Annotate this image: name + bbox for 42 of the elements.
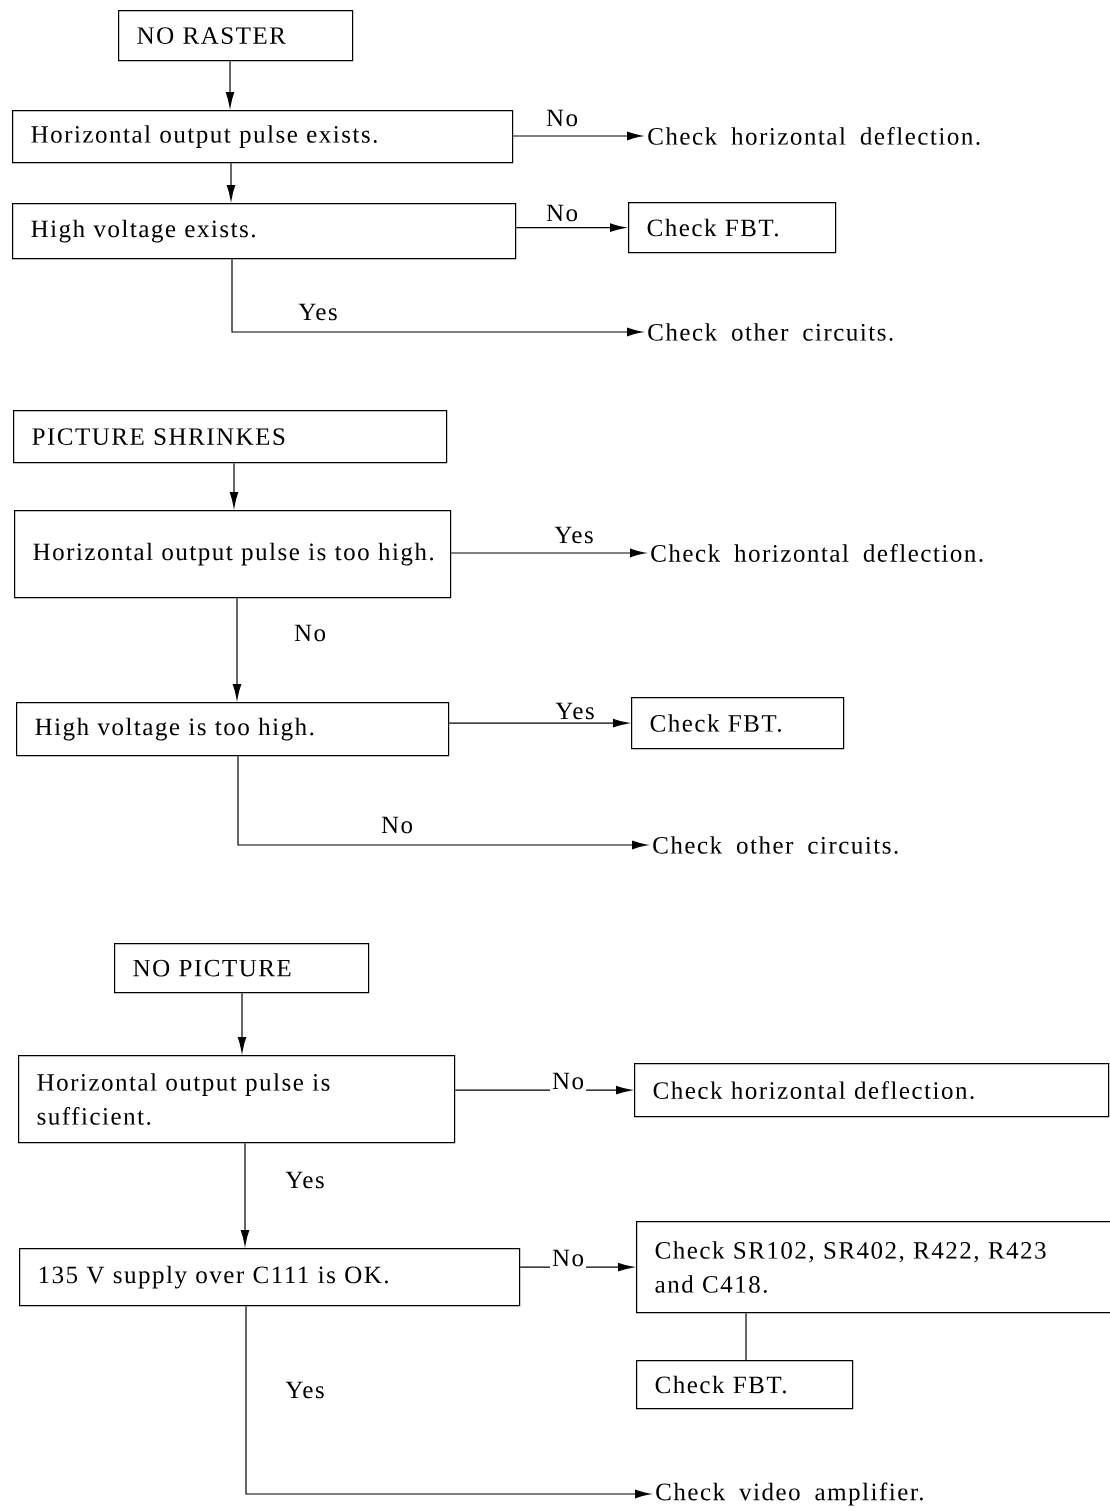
process-box: High voltage exists. bbox=[12, 203, 517, 260]
arrow bbox=[240, 1142, 250, 1245]
process-box: Check horizontal deflection. bbox=[634, 1063, 1110, 1118]
arrow bbox=[237, 992, 247, 1052]
result-text: Check video amplifier. bbox=[656, 1482, 923, 1506]
process-box: Check SR102, SR402, R422, R423 and C418. bbox=[636, 1221, 1110, 1314]
edge-label: Yes bbox=[283, 1169, 327, 1191]
edge-label: No bbox=[544, 202, 581, 224]
process-box: Check FBT. bbox=[631, 697, 845, 750]
process-box: Check FBT. bbox=[636, 1360, 854, 1410]
arrow bbox=[226, 162, 236, 200]
edge-label: Yes bbox=[553, 700, 597, 722]
result-text: Check horizontal deflection. bbox=[651, 544, 983, 562]
edge-label: No bbox=[292, 622, 329, 644]
result-text: Check horizontal deflection. bbox=[648, 127, 980, 145]
process-box: Horizontal output pulse exists. bbox=[12, 110, 514, 164]
edge-label: No bbox=[544, 107, 581, 129]
edge-label: No bbox=[550, 1070, 587, 1092]
edge-label: No bbox=[550, 1247, 587, 1269]
arrow bbox=[245, 1305, 650, 1499]
edge-label: Yes bbox=[296, 301, 340, 323]
edge-label: Yes bbox=[552, 524, 596, 546]
arrow bbox=[225, 60, 235, 107]
arrow bbox=[232, 597, 242, 699]
process-box: PICTURE SHRINKES bbox=[13, 410, 448, 464]
arrow bbox=[450, 548, 645, 558]
process-box: High voltage is too high. bbox=[16, 702, 450, 757]
process-box: Check FBT. bbox=[628, 202, 837, 254]
process-box: 135 V supply over C111 is OK. bbox=[19, 1248, 521, 1307]
arrow bbox=[229, 462, 239, 507]
process-box: Horizontal output pulse is sufficient. bbox=[18, 1055, 456, 1144]
process-box: Horizontal output pulse is too high. bbox=[14, 510, 452, 599]
process-box: NO RASTER bbox=[118, 10, 354, 62]
arrow bbox=[237, 755, 647, 850]
process-box: NO PICTURE bbox=[114, 943, 370, 994]
result-text: Check other circuits. bbox=[648, 323, 893, 341]
arrow bbox=[231, 258, 642, 337]
edge-label: No bbox=[379, 814, 416, 836]
result-text: Check other circuits. bbox=[653, 836, 898, 854]
arrow bbox=[512, 131, 642, 141]
arrow bbox=[448, 718, 628, 728]
edge-label: Yes bbox=[283, 1379, 327, 1401]
